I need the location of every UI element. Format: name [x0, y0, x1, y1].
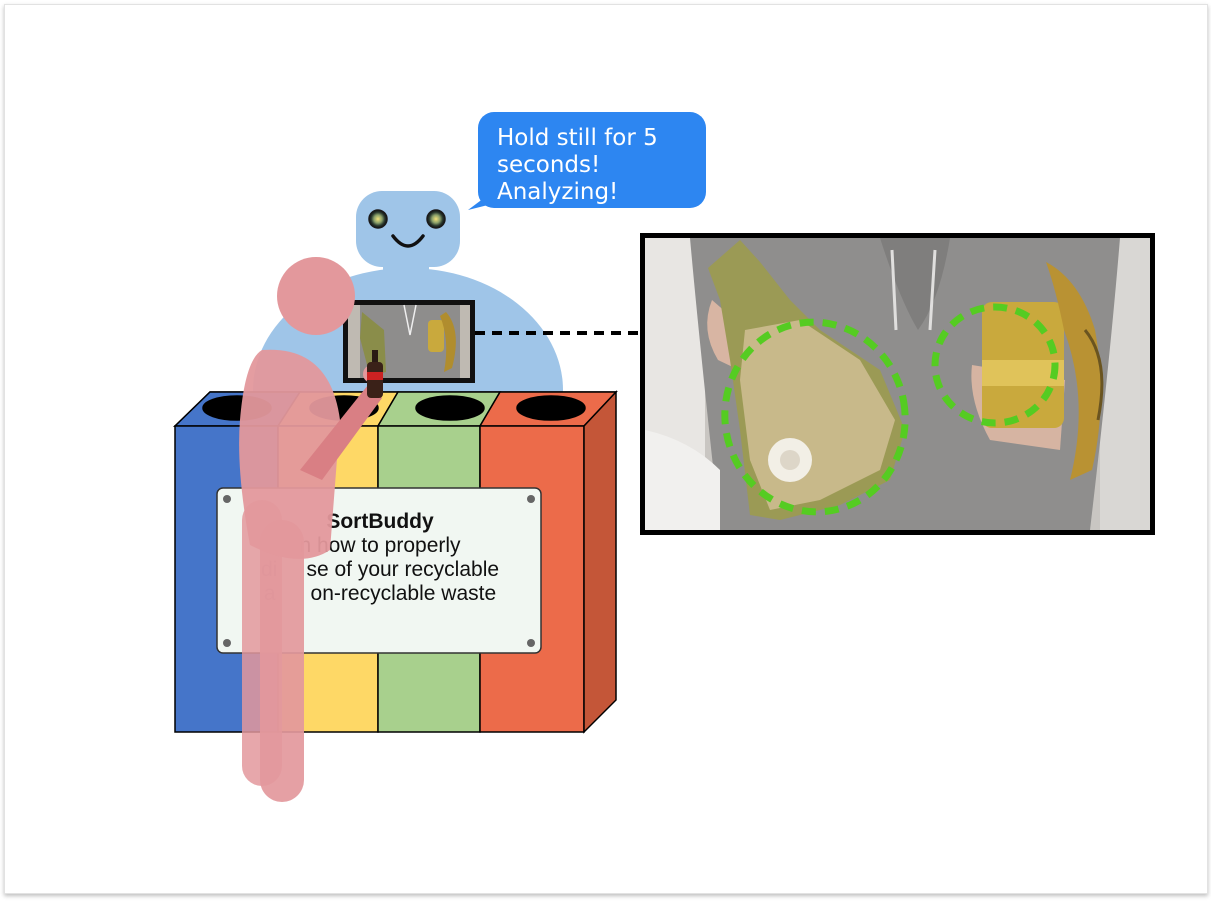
bin-side [583, 390, 617, 734]
sign-title: SortBuddy [326, 510, 434, 533]
bubble-line: seconds! [497, 152, 601, 178]
detection-circle-can [931, 303, 1059, 427]
detection-circle-chips [721, 318, 909, 516]
person-arm [300, 385, 382, 480]
bin-hole [415, 395, 485, 421]
camera-photo [640, 233, 1155, 535]
robot-screen [343, 300, 475, 383]
bin-hole [516, 395, 586, 421]
person-torso [239, 349, 340, 559]
person-front-leg [260, 520, 304, 802]
smile-icon [391, 234, 425, 248]
banana-peel [1046, 262, 1101, 480]
bottle-neck [372, 350, 378, 364]
person-head [277, 257, 355, 335]
bubble-line: Analyzing! [497, 179, 619, 205]
robot-eye-icon [368, 209, 388, 229]
sign-line: n how to properly [299, 534, 461, 557]
person-figure [239, 257, 383, 802]
robot-eye-icon [426, 209, 446, 229]
bubble-line: Hold still for 5 [497, 125, 658, 151]
speech-bubble: Hold still for 5 seconds! Analyzing! [478, 112, 706, 208]
